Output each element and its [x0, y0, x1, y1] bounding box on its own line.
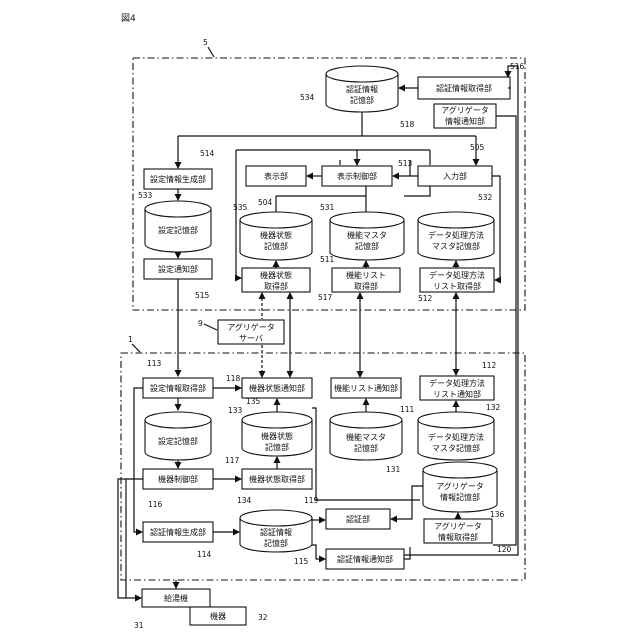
svg-text:機器状態: 機器状態	[261, 431, 293, 441]
auth-info-storage-134: 認証情報 記憶部	[240, 510, 312, 552]
ref-515: 515	[195, 291, 210, 300]
svg-text:表示制御部: 表示制御部	[337, 171, 377, 181]
svg-text:設定情報生成部: 設定情報生成部	[150, 174, 206, 184]
setting-storage-533: 設定記憶部	[145, 201, 211, 252]
svg-text:認証情報: 認証情報	[260, 527, 292, 537]
svg-text:機器: 機器	[210, 611, 226, 621]
aggregator-info-storage-136: アグリゲータ 情報記憶部	[423, 462, 497, 512]
ref-504: 504	[258, 198, 273, 207]
ref-115: 115	[294, 557, 309, 566]
ref-518: 518	[400, 120, 415, 129]
svg-text:機能リスト: 機能リスト	[346, 270, 386, 280]
svg-text:記憶部: 記憶部	[264, 241, 288, 251]
svg-text:認証情報生成部: 認証情報生成部	[150, 527, 206, 537]
svg-text:データ処理方法: データ処理方法	[428, 432, 484, 442]
svg-text:情報記憶部: 情報記憶部	[440, 492, 480, 502]
svg-text:表示部: 表示部	[264, 171, 288, 181]
data-method-master-storage-532: データ処理方法 マスタ記憶部	[418, 212, 494, 260]
svg-text:記憶部: 記憶部	[265, 442, 289, 452]
ref-136: 136	[490, 510, 505, 519]
connectors	[118, 66, 518, 598]
svg-text:記憶部: 記憶部	[264, 538, 288, 548]
svg-text:マスタ記憶部: マスタ記憶部	[432, 443, 480, 453]
svg-text:機器状態: 機器状態	[260, 270, 292, 280]
ref-116: 116	[148, 500, 163, 509]
ref-31: 31	[134, 621, 144, 630]
svg-text:機器状態取得部: 機器状態取得部	[249, 474, 305, 484]
ref-5: 5	[203, 38, 208, 47]
ref-512: 512	[418, 294, 433, 303]
ref-134: 134	[237, 496, 252, 505]
ref-112: 112	[482, 361, 497, 370]
ref-117: 117	[225, 456, 240, 465]
function-master-storage-531: 機能マスタ 記憶部	[330, 212, 404, 260]
svg-text:設定記憶部: 設定記憶部	[158, 225, 198, 235]
svg-text:アグリゲータ: アグリゲータ	[436, 481, 484, 491]
ref-114: 114	[197, 550, 212, 559]
svg-text:アグリゲータ: アグリゲータ	[441, 105, 489, 115]
function-master-storage-131: 機能マスタ 記憶部	[330, 412, 402, 460]
svg-text:情報通知部: 情報通知部	[445, 116, 485, 126]
auth-info-storage-534: 認証情報 記憶部	[326, 66, 398, 112]
svg-text:認証情報: 認証情報	[346, 84, 378, 94]
ref-532: 532	[478, 193, 493, 202]
ref-120: 120	[497, 545, 512, 554]
ref-517: 517	[318, 293, 333, 302]
svg-text:設定情報取得部: 設定情報取得部	[150, 383, 206, 393]
svg-text:機器制御部: 機器制御部	[158, 474, 198, 484]
svg-text:データ処理方法: データ処理方法	[428, 230, 484, 240]
svg-text:記憶部: 記憶部	[350, 95, 374, 105]
setting-storage-133: 設定記憶部	[145, 412, 211, 460]
svg-text:データ処理方法: データ処理方法	[429, 378, 485, 388]
svg-text:機能リスト通知部: 機能リスト通知部	[334, 383, 398, 393]
svg-text:取得部: 取得部	[354, 281, 378, 291]
svg-text:機器状態: 機器状態	[260, 230, 292, 240]
svg-text:リスト通知部: リスト通知部	[433, 389, 481, 399]
ref-511: 511	[320, 255, 335, 264]
svg-text:アグリゲータ: アグリゲータ	[227, 322, 275, 332]
svg-text:アグリゲータ: アグリゲータ	[434, 521, 482, 531]
ref-531: 531	[320, 203, 335, 212]
ref-131: 131	[386, 465, 401, 474]
svg-text:認証部: 認証部	[346, 514, 370, 524]
ref-535: 535	[233, 203, 248, 212]
svg-text:記憶部: 記憶部	[354, 443, 378, 453]
data-method-master-storage-132: データ処理方法 マスタ記憶部	[418, 412, 494, 460]
ref-133: 133	[228, 406, 243, 415]
svg-text:入力部: 入力部	[443, 171, 467, 181]
ref-111: 111	[400, 405, 415, 414]
svg-text:機能マスタ: 機能マスタ	[346, 432, 386, 442]
ref-118: 118	[226, 374, 241, 383]
ref-534: 534	[300, 93, 315, 102]
svg-text:サーバ: サーバ	[239, 334, 263, 343]
ref-132: 132	[486, 403, 501, 412]
ref-514: 514	[200, 149, 215, 158]
ref-113: 113	[147, 359, 162, 368]
device-state-storage-535: 機器状態 記憶部	[240, 212, 312, 260]
ref-533: 533	[138, 191, 153, 200]
svg-text:記憶部: 記憶部	[355, 241, 379, 251]
svg-text:取得部: 取得部	[264, 281, 288, 291]
figure-label: 図4	[121, 13, 136, 24]
ref-505: 505	[470, 143, 485, 152]
svg-text:データ処理方法: データ処理方法	[429, 270, 485, 280]
svg-text:リスト取得部: リスト取得部	[433, 281, 481, 291]
ref-1: 1	[128, 335, 133, 344]
svg-text:機器状態通知部: 機器状態通知部	[249, 383, 305, 393]
svg-text:認証情報取得部: 認証情報取得部	[436, 83, 492, 93]
svg-text:設定記憶部: 設定記憶部	[158, 436, 198, 446]
svg-text:認証情報通知部: 認証情報通知部	[337, 554, 393, 564]
svg-text:給湯機: 給湯機	[164, 593, 188, 603]
ref-135: 135	[246, 397, 261, 406]
ref-32: 32	[258, 613, 268, 622]
device-state-storage-135: 機器状態 記憶部	[242, 412, 312, 456]
svg-text:設定通知部: 設定通知部	[158, 264, 198, 274]
svg-text:マスタ記憶部: マスタ記憶部	[432, 241, 480, 251]
ref-9: 9	[198, 319, 203, 328]
svg-text:情報取得部: 情報取得部	[438, 532, 478, 542]
svg-text:機能マスタ: 機能マスタ	[347, 230, 387, 240]
